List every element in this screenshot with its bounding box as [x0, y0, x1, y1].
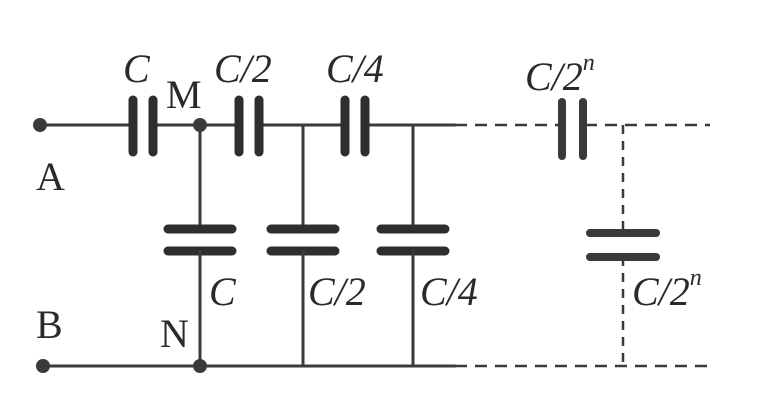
series-capacitor-3 — [340, 95, 370, 157]
terminal-a-dot — [33, 118, 47, 132]
series-capacitor-2 — [234, 95, 264, 157]
shunt-capacitor-2-label: C/2 — [308, 269, 366, 314]
terminal-b-label: B — [36, 302, 63, 347]
series-capacitor-n — [558, 98, 587, 160]
node-m-dot — [193, 118, 207, 132]
series-capacitor-1-label: C — [123, 46, 151, 91]
shunt-capacitor-n-label: C/2n — [632, 265, 702, 314]
shunt-capacitor-n-exponent: n — [690, 265, 702, 291]
shunt-capacitor-n-base: C/2 — [632, 269, 690, 314]
terminal-b-dot — [36, 359, 50, 373]
shunt-capacitor-1-label: C — [209, 269, 237, 314]
series-capacitor-n-base: C/2 — [525, 54, 583, 99]
series-capacitor-n-label: C/2n — [525, 50, 595, 99]
series-capacitor-1 — [128, 95, 158, 157]
series-capacitor-n-exponent: n — [583, 50, 595, 76]
shunt-branch-2 — [266, 123, 340, 368]
node-m-label: M — [166, 72, 202, 117]
shunt-capacitor-3-label: C/4 — [420, 269, 478, 314]
series-capacitor-3-label: C/4 — [326, 46, 384, 91]
shunt-branch-1 — [163, 123, 237, 368]
series-capacitor-2-label: C/2 — [214, 46, 272, 91]
node-n-dot — [193, 359, 207, 373]
shunt-branch-n — [586, 125, 660, 366]
terminal-a-label: A — [36, 154, 65, 199]
shunt-branch-3 — [376, 123, 450, 368]
node-n-label: N — [160, 311, 189, 356]
